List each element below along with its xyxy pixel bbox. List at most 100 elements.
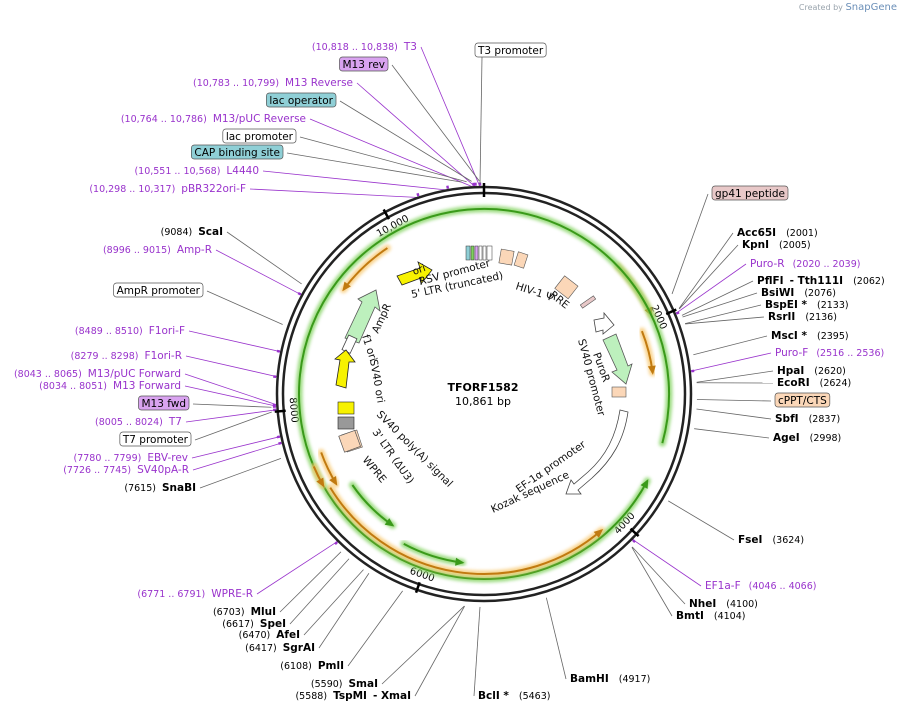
label-m13puc-reverse[interactable]: (10,764 .. 10,786)M13/pUC Reverse <box>121 113 306 125</box>
enzyme-name: AgeI <box>773 432 800 444</box>
box-bg <box>711 185 789 201</box>
leader-m13reverse <box>356 82 476 188</box>
label-lac-operator[interactable]: lac operator <box>266 92 337 108</box>
label-pmli[interactable]: (6108)PmlI <box>280 660 344 672</box>
label-pflfi[interactable]: PflFI- Tth111I(2062) <box>757 275 885 287</box>
tick-4000 <box>629 527 640 538</box>
primer-mark-ef1a-f <box>632 539 636 543</box>
label-pos: (8005 .. 8024) <box>95 417 163 428</box>
enzyme-num: (5590) <box>311 679 343 690</box>
label-ampr-promoter[interactable]: AmpR promoter <box>113 282 204 298</box>
rre-box <box>554 275 579 300</box>
leader-sgrai <box>318 573 370 649</box>
label-sbfi[interactable]: SbfI(2837) <box>775 413 840 425</box>
label-m13rev-box[interactable]: M13 rev <box>339 56 389 72</box>
label-cap-binding[interactable]: CAP binding site <box>191 144 284 160</box>
enzyme-name: PflFI <box>757 275 784 287</box>
label-l4440[interactable]: (10,551 .. 10,568)L4440 <box>134 165 259 177</box>
enzyme-extra: - Tth111I <box>790 275 844 287</box>
label-sgrai[interactable]: (6417)SgrAI <box>245 642 315 654</box>
wpre-box <box>338 429 361 453</box>
label-pos: (8279 .. 8298) <box>71 351 139 362</box>
leader-spei <box>289 558 350 625</box>
label-puro-r[interactable]: Puro-R(2020 .. 2039) <box>750 258 860 270</box>
label-ef1a-f[interactable]: EF1a-F(4046 .. 4066) <box>705 580 816 592</box>
label-bspei[interactable]: BspEI *(2133) <box>765 299 849 311</box>
label-puro-f[interactable]: Puro-F(2516 .. 2536) <box>775 347 884 359</box>
label-bcli[interactable]: BclI *(5463) <box>478 690 550 702</box>
arc-orf-long-head <box>593 528 604 538</box>
label-t7-promoter[interactable]: T7 promoter <box>119 431 192 447</box>
label-wpre-r[interactable]: (6771 .. 6791) WPRE-R <box>137 588 253 600</box>
label-m13reverse[interactable]: (10,783 .. 10,799)M13 Reverse <box>193 77 353 89</box>
f1-ori-label: f1 ori <box>359 333 379 363</box>
label-cppt-cts[interactable]: cPPT/CTS <box>774 392 831 408</box>
label-m13puc-forward[interactable]: (8043 .. 8065)M13/pUC Forward <box>14 368 181 380</box>
label-pbr322ori-f[interactable]: (10,298 .. 10,317)pBR322ori-F <box>89 183 246 195</box>
label-acc65i[interactable]: Acc65I(2001) <box>737 227 818 239</box>
leader-bcli <box>473 606 481 697</box>
svg-text:EcoRI(2624): EcoRI(2624) <box>777 377 851 389</box>
svg-text:(5590)SmaI: (5590)SmaI <box>311 678 378 690</box>
svg-text:BamHI(4917): BamHI(4917) <box>570 673 650 685</box>
label-t3-promoter[interactable]: T3 promoter <box>474 42 547 58</box>
label-agei[interactable]: AgeI(2998) <box>773 432 841 444</box>
svg-text:Acc65I(2001): Acc65I(2001) <box>737 227 818 239</box>
label-pos: (10,298 .. 10,317) <box>89 184 175 195</box>
ltr-feature-1 <box>470 245 475 261</box>
enzyme-num: (4104) <box>714 611 746 622</box>
label-bamhi[interactable]: BamHI(4917) <box>570 673 650 685</box>
label-scai[interactable]: (9084)ScaI <box>161 226 223 238</box>
leader-sbfi <box>696 408 772 420</box>
label-amp-r[interactable]: (8996 .. 9015)Amp-R <box>103 244 212 256</box>
label-tspmi[interactable]: (5588)TspMI- XmaI <box>295 690 411 702</box>
svg-text:Puro-R(2020 .. 2039): Puro-R(2020 .. 2039) <box>750 258 860 270</box>
label-ecori[interactable]: EcoRI(2624) <box>777 377 851 389</box>
label-rsrii[interactable]: RsrII(2136) <box>768 311 837 323</box>
label-pos: (2516 .. 2536) <box>816 348 884 359</box>
label-name: WPRE-R <box>211 588 253 600</box>
svg-text:(9084)ScaI: (9084)ScaI <box>161 226 223 238</box>
arc-orange-1-head <box>316 477 325 488</box>
label-afei[interactable]: (6470)AfeI <box>239 629 300 641</box>
enzyme-num: (2620) <box>814 366 846 377</box>
label-t7[interactable]: (8005 .. 8024) T7 <box>95 416 182 428</box>
box-text: T7 promoter <box>122 434 189 446</box>
leader-rsrii <box>685 316 765 325</box>
label-bmti[interactable]: BmtI(4104) <box>676 610 745 622</box>
label-bsiwi[interactable]: BsiWI(2076) <box>761 287 836 299</box>
box-bg <box>339 56 389 72</box>
leader-msci <box>693 335 768 356</box>
label-lac-promoter[interactable]: lac promoter <box>222 128 297 144</box>
label-msci[interactable]: MscI *(2395) <box>771 330 849 342</box>
label-t3[interactable]: (10,818 .. 10,838)T3 <box>312 41 417 53</box>
svg-text:(6108)PmlI: (6108)PmlI <box>280 660 344 672</box>
label-f1ori-f[interactable]: (8489 .. 8510)F1ori-F <box>75 325 185 337</box>
label-m13-forward[interactable]: (8034 .. 8051)M13 Forward <box>39 380 181 392</box>
m13-fwd-feature <box>337 401 355 415</box>
sv40-ori-arrow <box>334 349 356 389</box>
label-kpni[interactable]: KpnI(2005) <box>742 239 811 251</box>
label-mlui[interactable]: (6703)MluI <box>213 606 276 618</box>
label-ebv-rev[interactable]: (7780 .. 7799)EBV-rev <box>74 452 189 464</box>
leader-lac-promoter <box>299 136 467 183</box>
label-name: T7 <box>168 416 182 428</box>
t7-promoter-feature <box>337 416 355 430</box>
leader-scai <box>226 231 302 285</box>
label-snabi[interactable]: (7615)SnaBI <box>124 482 196 494</box>
label-spei[interactable]: (6617)SpeI <box>222 618 286 630</box>
enzyme-num: (2076) <box>804 288 836 299</box>
enzyme-num: (6617) <box>222 619 254 630</box>
label-sv40pa-r[interactable]: (7726 .. 7745)SV40pA-R <box>63 464 189 476</box>
label-m13fwd-box[interactable]: M13 fwd <box>138 395 190 411</box>
primer-mark-pbr322ori-f <box>416 192 420 197</box>
label-fsei[interactable]: FseI(3624) <box>738 534 804 546</box>
label-pos: (6771 .. 6791) <box>137 589 205 600</box>
label-hpai[interactable]: HpaI(2620) <box>777 365 846 377</box>
svg-text:NheI(4100): NheI(4100) <box>689 598 758 610</box>
label-f1ori-r[interactable]: (8279 .. 8298)F1ori-R <box>71 350 182 362</box>
label-gp41[interactable]: gp41 peptide <box>711 185 789 201</box>
label-smai[interactable]: (5590)SmaI <box>311 678 378 690</box>
label-nhei[interactable]: NheI(4100) <box>689 598 758 610</box>
leader-hpai <box>696 370 774 383</box>
